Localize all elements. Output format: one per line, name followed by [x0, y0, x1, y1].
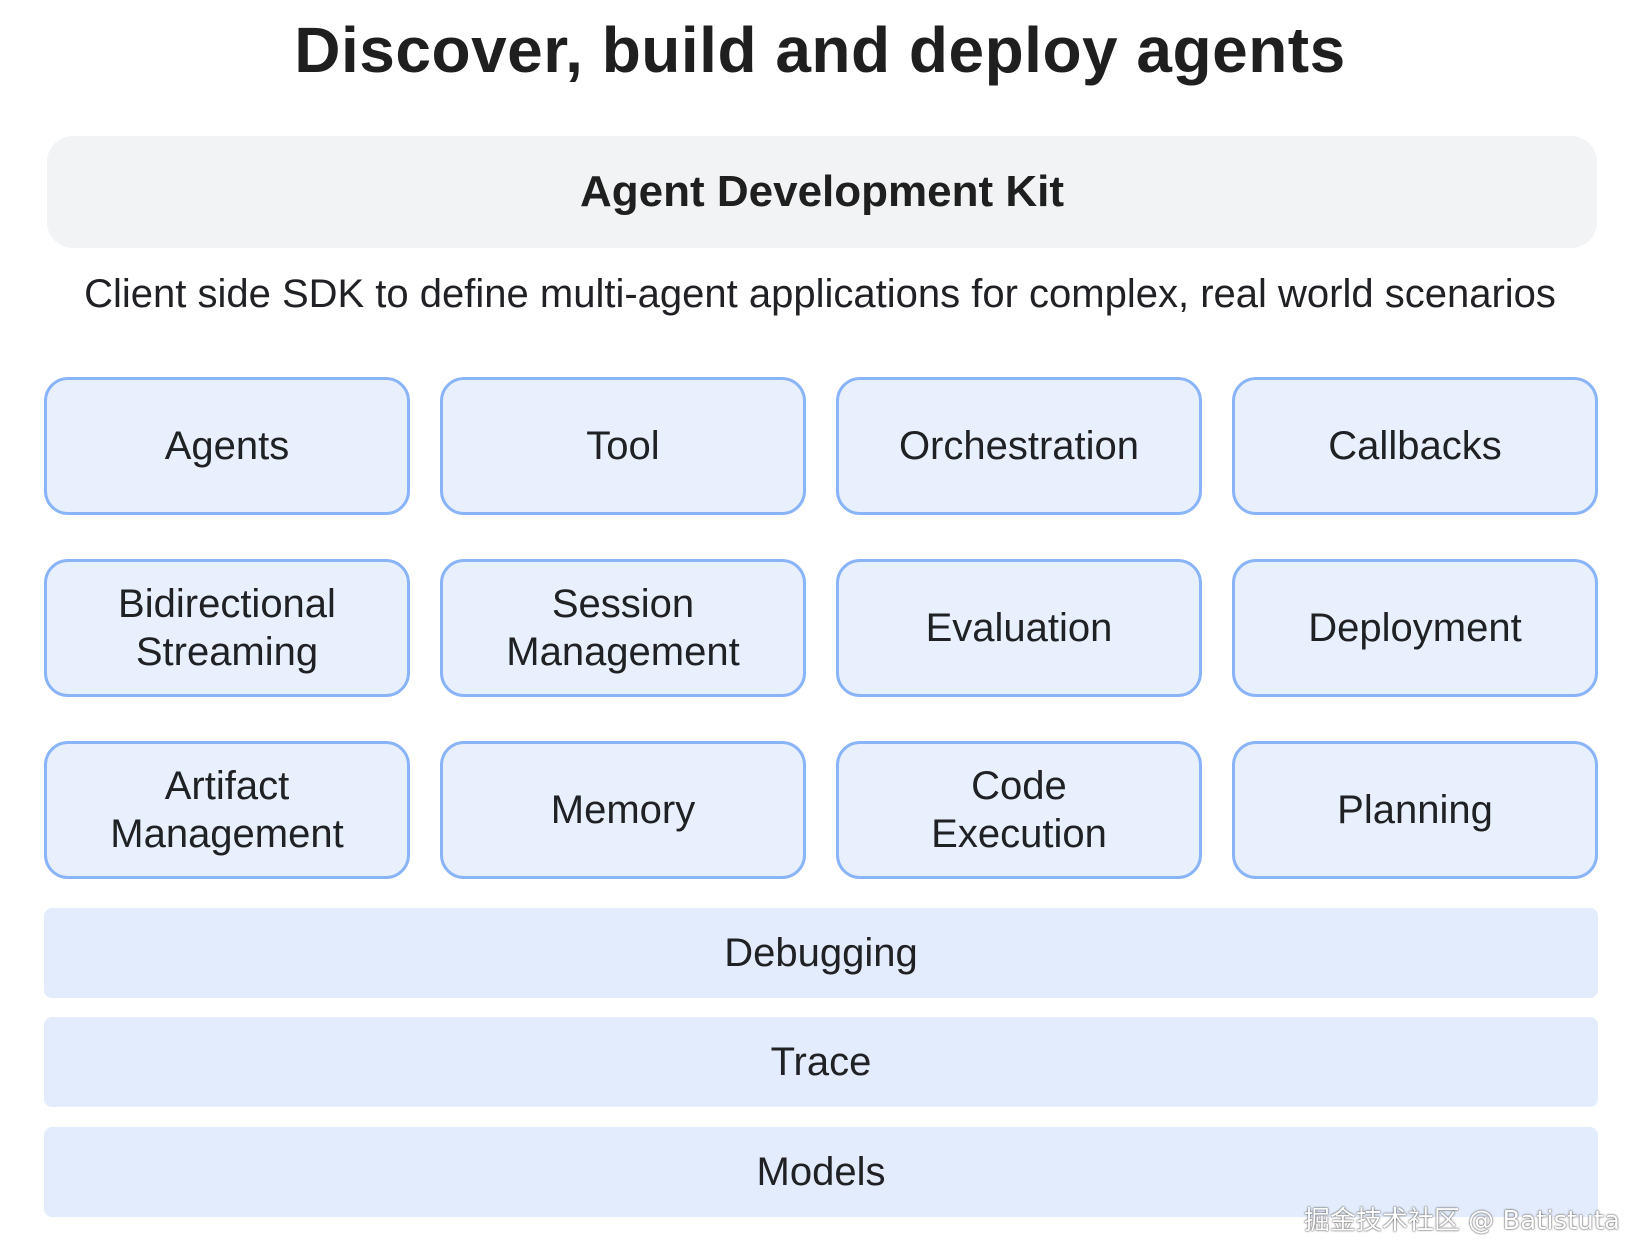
component-card-evaluation: Evaluation [836, 559, 1202, 697]
component-card-agents: Agents [44, 377, 410, 515]
component-card-memory: Memory [440, 741, 806, 879]
component-card-deployment: Deployment [1232, 559, 1598, 697]
component-card-callbacks: Callbacks [1232, 377, 1598, 515]
kit-header-bar: Agent Development Kit [47, 136, 1597, 248]
kit-label: Agent Development Kit [579, 167, 1065, 216]
watermark: 掘金技术社区 @ Batistuta [1303, 1206, 1620, 1236]
component-card-orchestration: Orchestration [836, 377, 1202, 515]
component-card-bidirectional-streaming: Bidirectional Streaming [44, 559, 410, 697]
component-card-planning: Planning [1232, 741, 1598, 879]
kit-description: Client side SDK to define multi-agent ap… [84, 272, 1556, 316]
layer-trace-label: Trace [770, 1039, 872, 1084]
layer-trace: Trace [44, 1017, 1598, 1107]
layer-models-label: Models [756, 1149, 886, 1194]
component-card-session-management: Session Management [440, 559, 806, 697]
component-grid: Agents Tool Orchestration Callbacks Bidi… [44, 377, 1600, 879]
layer-debugging-label: Debugging [724, 930, 918, 975]
layer-debugging: Debugging [44, 908, 1598, 998]
component-card-tool: Tool [440, 377, 806, 515]
layer-models: Models [44, 1127, 1598, 1217]
diagram-title: Discover, build and deploy agents [294, 14, 1346, 86]
component-card-code-execution: Code Execution [836, 741, 1202, 879]
component-card-artifact-management: Artifact Management [44, 741, 410, 879]
